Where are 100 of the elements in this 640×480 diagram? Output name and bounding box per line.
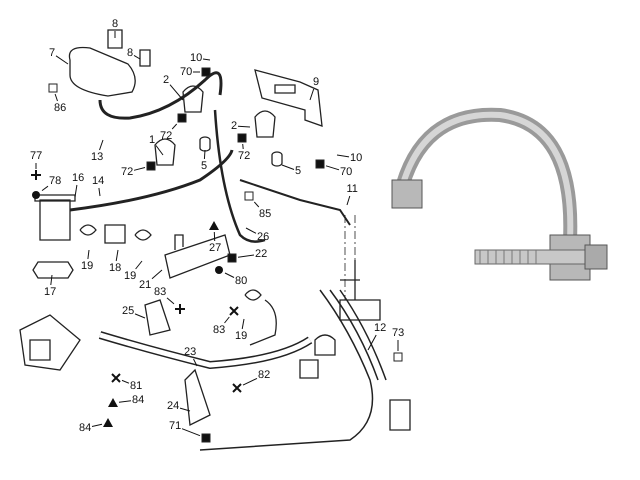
dot-marker-icon <box>31 190 41 200</box>
leader-line <box>134 54 140 60</box>
leader-line <box>99 140 104 150</box>
leader-line <box>135 260 142 270</box>
callout-number: 8 <box>112 18 118 30</box>
callout-number: 5 <box>295 165 302 177</box>
leader-line <box>134 313 146 318</box>
triangle-marker-icon <box>108 398 118 408</box>
callout-number: 11 <box>346 183 358 195</box>
callout-number: 85 <box>259 208 272 220</box>
callout-number: 71 <box>169 420 182 432</box>
callout-number: 18 <box>109 262 122 274</box>
leader-line <box>336 154 350 158</box>
leader-line <box>224 316 230 324</box>
callout-number: 70 <box>180 66 192 78</box>
callout-number: 72 <box>238 150 250 162</box>
leader-line <box>193 358 198 366</box>
leader-line <box>116 250 118 262</box>
leader-line <box>246 228 256 234</box>
callout-number: 84 <box>132 394 144 406</box>
leader-line <box>254 202 260 208</box>
callout-number: 19 <box>124 270 136 282</box>
callout-number: 23 <box>184 346 196 358</box>
cross-marker-icon <box>111 373 121 383</box>
callout-number: 2 <box>163 74 170 86</box>
leader-line <box>122 380 130 384</box>
dot-marker-icon <box>214 265 224 275</box>
callout-number: 81 <box>130 380 142 392</box>
callout-number: 77 <box>30 150 42 162</box>
square-marker-icon <box>201 67 211 77</box>
callout-number: 70 <box>340 166 352 178</box>
callout-number: 17 <box>44 286 56 298</box>
cross-marker-icon <box>31 170 41 180</box>
leader-line <box>202 58 210 60</box>
callout-number: 12 <box>374 322 386 334</box>
callout-number: 84 <box>79 422 92 434</box>
callout-number: 9 <box>313 76 320 88</box>
callout-number: 24 <box>167 400 180 412</box>
callout-number: 1 <box>149 134 156 146</box>
leader-line <box>42 186 48 192</box>
leader-line <box>282 164 294 170</box>
square-marker-icon <box>146 161 156 171</box>
leader-line <box>310 88 314 100</box>
leader-line <box>368 334 377 350</box>
square-marker-icon <box>237 133 247 143</box>
leader-line <box>152 270 162 280</box>
leader-line <box>204 150 206 160</box>
leader-line <box>118 400 132 403</box>
callout-number: 73 <box>392 327 404 339</box>
square-marker-icon <box>177 113 187 123</box>
cross-marker-icon <box>232 383 242 393</box>
leader-line <box>224 272 234 278</box>
callout-number: 72 <box>121 166 134 178</box>
callout-number: 26 <box>257 231 270 243</box>
cross-marker-icon <box>175 304 185 314</box>
callout-number: 16 <box>72 172 84 184</box>
callout-number: 83 <box>154 286 166 298</box>
triangle-marker-icon <box>103 418 113 428</box>
callout-number: 78 <box>49 175 62 187</box>
leader-line <box>50 274 52 286</box>
leader-line <box>172 124 178 130</box>
callout-number: 25 <box>122 305 134 317</box>
leader-line <box>214 232 216 242</box>
square-marker-icon <box>393 352 403 362</box>
leader-line <box>242 318 244 330</box>
callout-number: 80 <box>235 275 248 287</box>
callout-number: 83 <box>213 324 226 336</box>
leader-line <box>170 84 184 100</box>
leader-line <box>166 297 174 304</box>
square-marker-icon <box>201 433 211 443</box>
leader-line <box>56 55 68 64</box>
cross-marker-icon <box>229 306 239 316</box>
callout-number: 27 <box>209 242 222 254</box>
square-marker-icon <box>48 83 58 93</box>
leader-line <box>238 126 250 128</box>
leader-line <box>242 144 244 150</box>
leader-line <box>87 250 90 260</box>
leader-line <box>182 428 200 436</box>
callout-number: 72 <box>160 130 172 142</box>
square-marker-icon <box>244 191 254 201</box>
leader-line <box>180 408 190 412</box>
callout-number: 5 <box>201 160 208 172</box>
callout-number: 13 <box>91 151 104 163</box>
leader-line <box>98 188 100 196</box>
callout-number: 10 <box>190 52 202 64</box>
callout-number: 14 <box>92 175 104 187</box>
leader-line <box>74 184 78 198</box>
leader-line <box>134 167 146 171</box>
callout-number: 8 <box>127 47 134 59</box>
leader-line <box>346 196 350 206</box>
leader-line <box>238 254 254 258</box>
callout-number: 86 <box>54 102 66 114</box>
callout-number: 19 <box>235 330 248 342</box>
callout-number: 22 <box>255 248 268 260</box>
leader-line <box>114 30 116 38</box>
leader-line <box>156 145 164 156</box>
square-marker-icon <box>227 253 237 263</box>
triangle-marker-icon <box>209 221 219 231</box>
callout-number: 19 <box>81 260 94 272</box>
leader-line <box>326 165 340 170</box>
